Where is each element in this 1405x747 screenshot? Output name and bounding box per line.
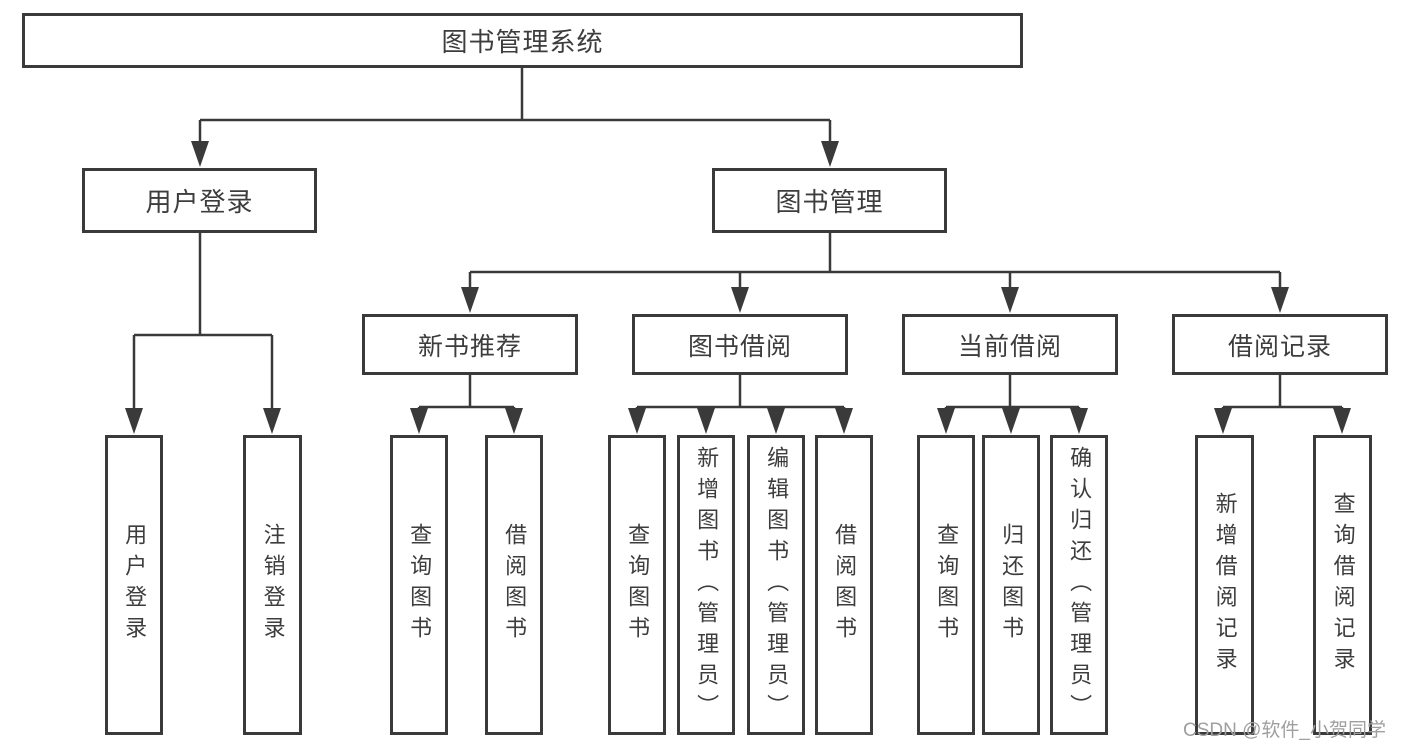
leaf-user-login: 用户登录 <box>105 435 163 735</box>
leaf-label: 归还图书 <box>999 523 1025 647</box>
node-current-borrowing: 当前借阅 <box>902 314 1118 375</box>
node-book-borrowing: 图书借阅 <box>632 314 848 375</box>
node-label: 当前借阅 <box>957 332 1062 361</box>
node-book-management: 图书管理 <box>712 168 947 233</box>
leaf-borrow-books-borrow: 借阅图书 <box>815 435 873 735</box>
leaf-label: 借阅图书 <box>832 523 858 647</box>
node-label: 借阅记录 <box>1227 332 1332 361</box>
node-new-book-recommendation: 新书推荐 <box>362 314 578 375</box>
leaf-label: 借阅图书 <box>502 523 528 647</box>
leaf-borrow-books-recommend: 借阅图书 <box>485 435 543 735</box>
leaf-edit-book-admin: 编辑图书（管理员） <box>747 435 805 735</box>
node-label: 图书管理系统 <box>441 27 604 57</box>
leaf-label: 查询图书 <box>407 523 433 647</box>
leaf-query-books-current: 查询图书 <box>917 435 975 735</box>
node-borrowing-records: 借阅记录 <box>1172 314 1388 375</box>
leaf-label: 查询图书 <box>625 523 651 647</box>
leaf-add-book-admin: 新增图书（管理员） <box>677 435 735 735</box>
leaf-label: 查询借阅记录 <box>1330 492 1356 678</box>
node-library-management-system: 图书管理系统 <box>22 13 1023 68</box>
node-user-login: 用户登录 <box>82 168 317 233</box>
leaf-query-books-recommend: 查询图书 <box>390 435 448 735</box>
leaf-query-borrow-record: 查询借阅记录 <box>1313 435 1372 735</box>
leaf-label: 编辑图书（管理员） <box>764 445 790 725</box>
csdn-watermark: CSDN @软件_小贺同学 <box>1183 720 1386 741</box>
node-label: 用户登录 <box>145 187 254 217</box>
leaf-label: 新增图书（管理员） <box>694 445 720 725</box>
leaf-label: 新增借阅记录 <box>1212 492 1238 678</box>
leaf-label: 用户登录 <box>122 523 148 647</box>
leaf-logout: 注销登录 <box>243 435 302 735</box>
leaf-return-book: 归还图书 <box>982 435 1040 735</box>
leaf-label: 确认归还（管理员） <box>1067 445 1093 725</box>
node-label: 图书管理 <box>775 187 884 217</box>
leaf-add-borrow-record: 新增借阅记录 <box>1195 435 1254 735</box>
leaf-label: 查询图书 <box>934 523 960 647</box>
leaf-query-books-borrow: 查询图书 <box>608 435 666 735</box>
leaf-label: 注销登录 <box>260 523 286 647</box>
node-label: 图书借阅 <box>687 332 792 361</box>
node-label: 新书推荐 <box>417 332 522 361</box>
leaf-confirm-return-admin: 确认归还（管理员） <box>1050 435 1108 735</box>
